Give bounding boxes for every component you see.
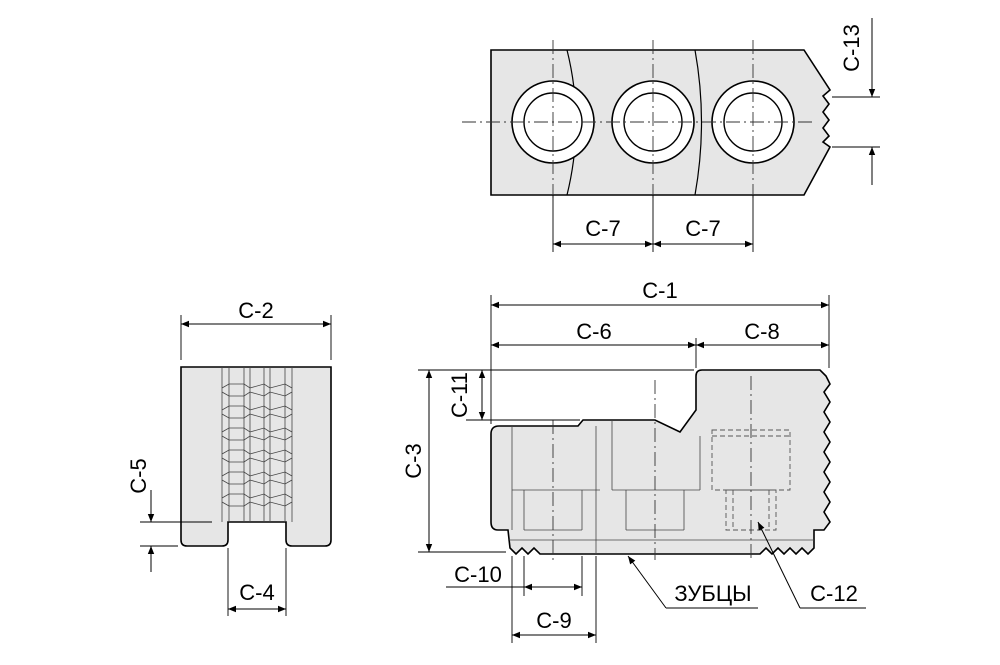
c9-label: C-9	[536, 608, 571, 633]
side-view: C-2 C-4 C-5	[126, 298, 332, 616]
c5-label: C-5	[126, 458, 151, 493]
front-view-body	[490, 369, 831, 556]
c1-label: C-1	[642, 278, 677, 303]
c12-leader-line	[757, 521, 801, 609]
teeth-leader-line	[627, 555, 667, 609]
top-view-seam-right	[694, 49, 703, 196]
c10-label: C-10	[454, 562, 502, 587]
front-view: C-1 C-6 C-8 C-3 C-11 C-10 C-9 ЗУБЦЫ	[401, 278, 866, 643]
side-view-serrations	[221, 367, 293, 522]
c3-label: C-3	[401, 443, 426, 478]
c7-label-b: C-7	[685, 216, 720, 241]
c11-label: C-11	[447, 372, 472, 418]
top-view: C-7 C-7 C-13	[462, 18, 880, 252]
side-view-body	[180, 366, 332, 547]
c2-label: C-2	[238, 298, 273, 323]
c8-label: C-8	[744, 319, 779, 344]
c12-label: C-12	[810, 581, 858, 606]
c13-label: C-13	[839, 24, 864, 72]
c7-label-a: C-7	[585, 216, 620, 241]
c4-label: C-4	[239, 580, 274, 605]
teeth-label: ЗУБЦЫ	[674, 581, 751, 606]
c6-label: C-6	[576, 319, 611, 344]
